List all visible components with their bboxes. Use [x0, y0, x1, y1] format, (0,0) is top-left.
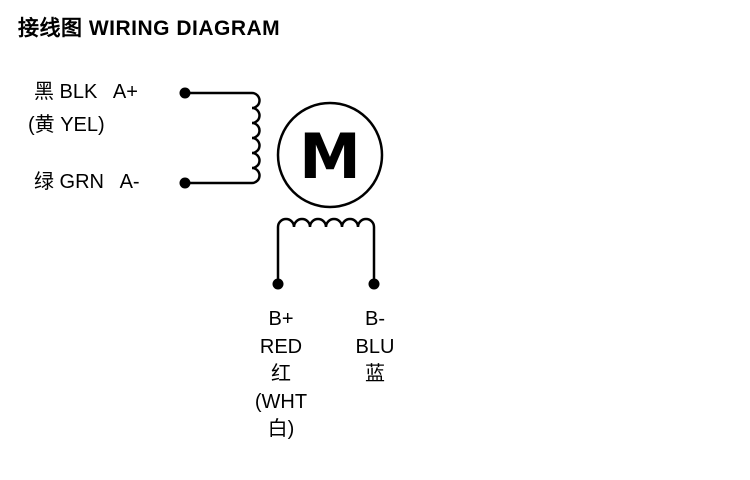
label-b-neg-color-cn: 蓝 — [365, 363, 385, 385]
label-b-positive: B+ — [268, 308, 294, 330]
terminal-dot-a-negative — [179, 177, 191, 189]
label-b-negative: B- — [365, 308, 385, 330]
coil-phase-b — [276, 217, 376, 228]
label-a-positive: 黑 BLK A+ — [34, 81, 138, 103]
motor-circle — [276, 101, 384, 209]
terminal-dot-b-negative — [368, 278, 380, 290]
label-b-pos-alt-en: (WHT — [254, 390, 308, 413]
diagram-title: 接线图 WIRING DIAGRAM — [18, 17, 281, 40]
label-b-neg-color-en: BLU — [355, 335, 395, 358]
label-block-b-negative: B- BLU 蓝 — [310, 306, 440, 389]
terminal-dot-a-positive — [179, 87, 191, 99]
label-b-pos-alt-cn: 白) — [267, 418, 295, 440]
label-b-pos-color-en: RED — [259, 335, 303, 358]
label-b-pos-color-cn: 红 — [271, 363, 291, 385]
motor-label: M — [299, 120, 361, 193]
label-a-negative: 绿 GRN A- — [34, 171, 140, 193]
terminal-dot-b-positive — [272, 278, 284, 290]
coil-phase-a — [251, 91, 261, 185]
label-block-b-positive: B+ RED 红 (WHT 白) — [216, 306, 346, 444]
label-a-alt-color: (黄 YEL) — [28, 114, 105, 136]
